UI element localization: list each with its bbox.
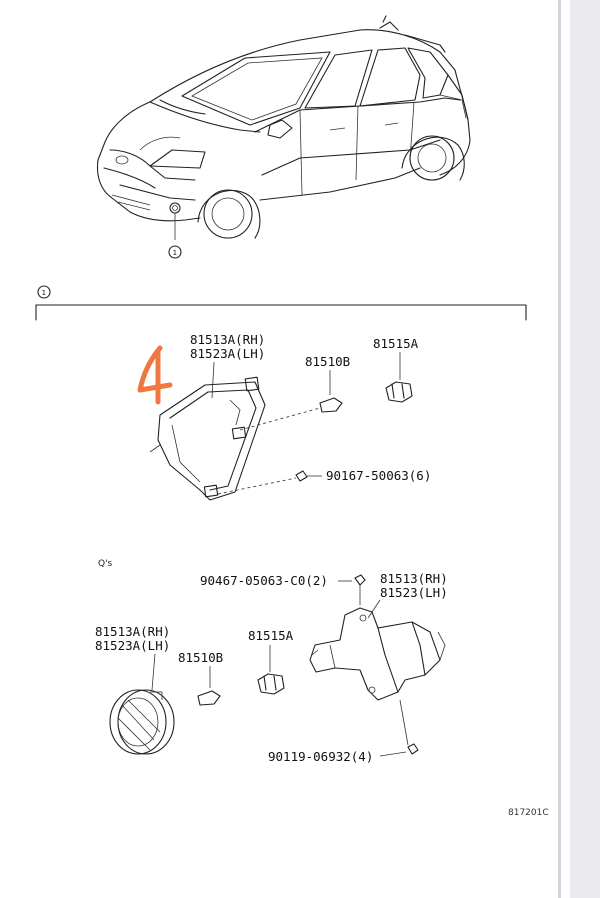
side-divider — [558, 0, 561, 898]
upper-part-rh-label: 81513A(RH) — [190, 332, 265, 347]
section-bracket: 1 — [35, 285, 527, 321]
lower-lamp-lh-label: 81523A(LH) — [95, 638, 170, 653]
upper-fog-lamp-group: 81513A(RH) 81523A(LH) 81510B 81515A — [149, 332, 431, 501]
lower-housing-rh-label: 81513(RH) — [380, 571, 448, 586]
upper-part-lh-label: 81523A(LH) — [190, 346, 265, 361]
side-panel — [570, 0, 600, 898]
upper-bulb-label: 81510B — [305, 354, 350, 369]
lower-socket-label: 81515A — [248, 628, 294, 643]
lower-housing-lh-label: 81523(LH) — [380, 585, 448, 600]
upper-screw-label: 90167-50063(6) — [326, 468, 431, 483]
lower-bolt-label: 90467-05063-C0(2) — [200, 573, 328, 588]
lower-screw-label: 90119-06932(4) — [268, 749, 373, 764]
callout-number: 1 — [173, 249, 177, 257]
lower-note: Q's — [98, 559, 113, 569]
car-illustration: 1 — [96, 15, 471, 259]
section-symbol: 1 — [42, 289, 46, 297]
upper-socket-label: 81515A — [373, 336, 419, 351]
lower-fog-lamp-group: Q's 90467-05063-C0(2) 81513(RH) 81523(LH… — [95, 559, 448, 764]
handwritten-mark — [137, 345, 173, 405]
lower-bulb-label: 81510B — [178, 650, 223, 665]
lower-lamp-rh-label: 81513A(RH) — [95, 624, 170, 639]
figure-code: 817201C — [508, 808, 549, 818]
